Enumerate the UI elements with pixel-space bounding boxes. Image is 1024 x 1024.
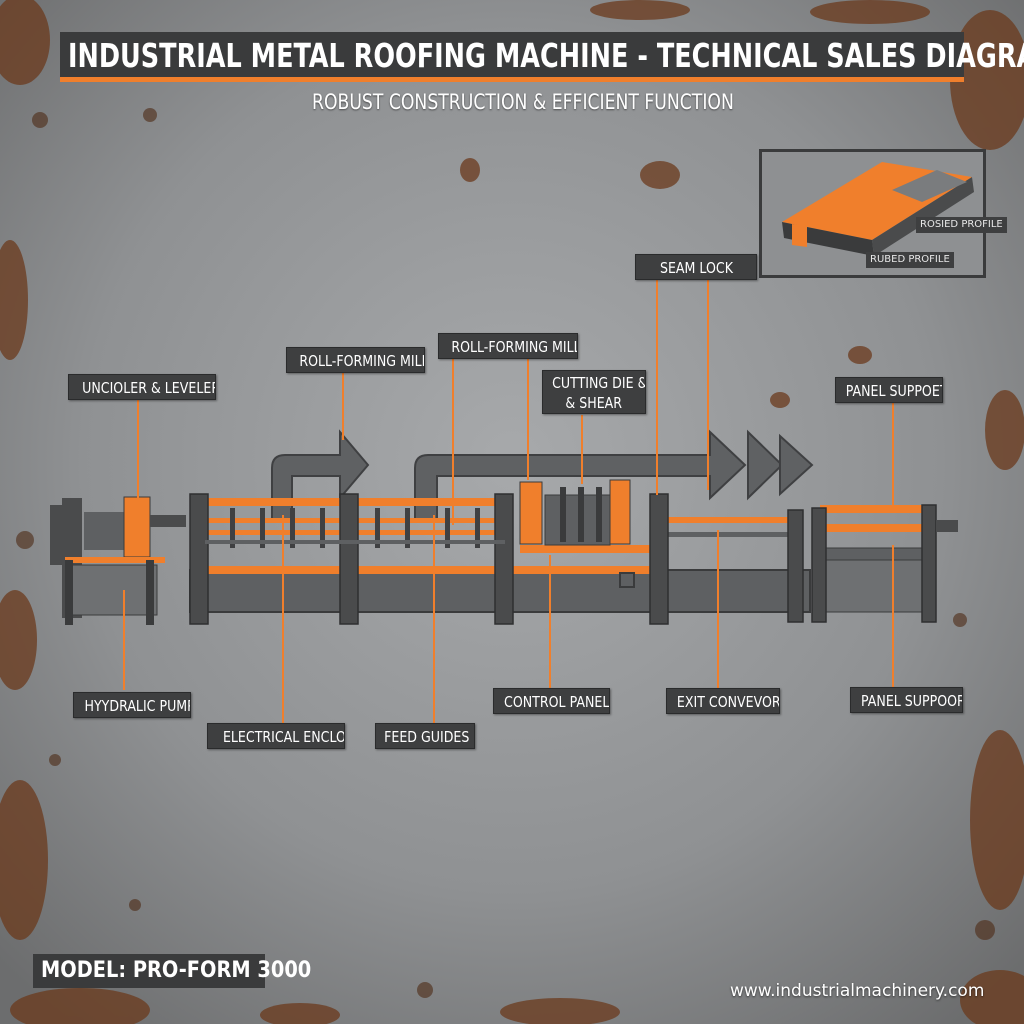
material-flow-arrows	[271, 429, 814, 521]
label-roll-forming-mill-2: ROLL-FORMING MILL	[438, 333, 578, 359]
roof-panel-profile-illustration	[782, 162, 974, 256]
profile-tag-lower: RUBED PROFILE	[866, 252, 954, 268]
label-hydraulic-pump: HYYDRALIC PUMP	[73, 692, 191, 718]
profile-tag-upper: ROSIED PROFILE	[916, 217, 1007, 233]
cutting-die	[519, 479, 635, 588]
label-cutting-die-shear: CUTTING DIE && SHEAR	[542, 370, 646, 414]
label-exit-conveyor: EXIT CONVEVOR	[666, 688, 780, 714]
model-badge: MODEL: PRO-FORM 3000	[33, 954, 311, 988]
exit-end	[936, 520, 958, 532]
profile-inset: ROSIED PROFILE RUBED PROFILE	[759, 149, 1007, 278]
website-url: www.industrialmachinery.com	[730, 981, 985, 1001]
label-uncoiler-leveler: UNCIOLER & LEVELER	[68, 374, 216, 400]
page-subtitle: ROBUST CONSTRUCTION & EFFICIENT FUNCTION	[312, 90, 734, 114]
label-panel-support-bottom: PANEL SUPPOOR	[850, 687, 963, 713]
label-seam-lock: SEAM LOCK	[635, 254, 757, 280]
forming-rollers	[205, 508, 505, 548]
label-control-panel: CONTROL PANEL	[493, 688, 610, 714]
label-feed-guides: FEED GUIDES	[375, 723, 475, 749]
leader-lines	[123, 278, 894, 725]
machine-stands	[189, 493, 937, 625]
title-bar: INDUSTRIAL METAL ROOFING MACHINE - TECHN…	[60, 32, 1024, 82]
page-title: INDUSTRIAL METAL ROOFING MACHINE - TECHN…	[68, 36, 1024, 75]
label-roll-forming-mill-1: ROLL-FORMING MILL	[286, 347, 425, 373]
uncoiler-unit	[50, 496, 186, 625]
label-panel-support-top: PANEL SUPPOET	[835, 377, 943, 403]
label-electrical-enclosure: ELECTRICAL ENCLOSURE	[207, 723, 345, 749]
